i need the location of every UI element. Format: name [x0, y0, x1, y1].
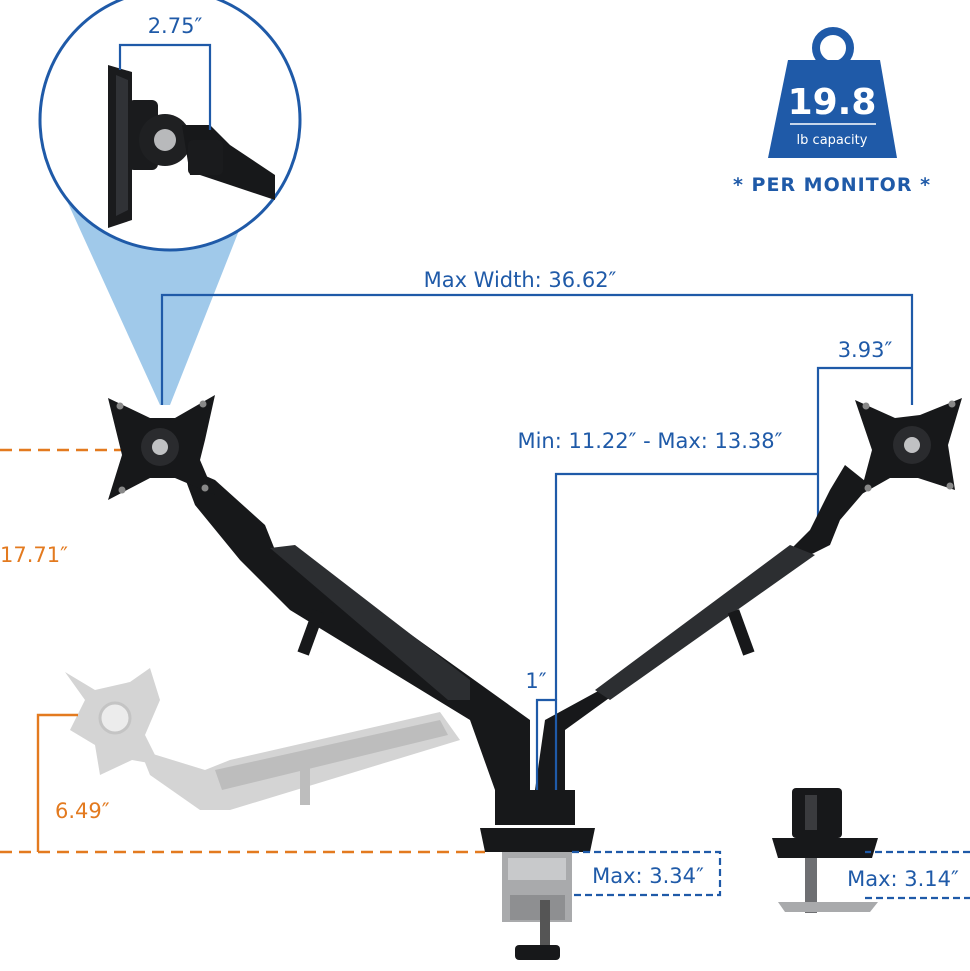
zoom-callout: 2.75″: [38, 0, 302, 405]
clamp-max-label: Max: 3.34″: [592, 864, 704, 888]
weight-value: 19.8: [788, 82, 877, 123]
max-width-bracket: [160, 293, 914, 405]
left-monitor-plate-icon: [108, 395, 215, 500]
clamp-icon: [480, 790, 595, 960]
lower-height-bracket: [36, 713, 78, 852]
left-arm: [180, 465, 530, 790]
arm-length-bracket: [554, 472, 818, 700]
per-monitor-note: * PER MONITOR *: [733, 174, 931, 196]
weight-icon: [812, 27, 854, 69]
tilt-detail-icon: [108, 65, 275, 228]
height-range-label: 17.71″: [0, 543, 68, 567]
clamp-max-bracket: [572, 850, 722, 897]
weight-badge: 19.8 lb capacity * PER MONITOR *: [733, 27, 931, 196]
pole-gap-bracket: [535, 698, 558, 800]
grommet-max-bracket: [865, 850, 970, 900]
tilt-offset-bracket: [118, 43, 212, 130]
arm-length-label: Min: 11.22″ - Max: 13.38″: [517, 429, 782, 453]
ghost-monitor-plate-icon: [65, 668, 160, 775]
grommet-max-label: Max: 3.14″: [847, 867, 959, 891]
weight-unit: lb capacity: [797, 133, 868, 148]
pole-gap-label: 1″: [525, 669, 546, 693]
lowered-arm-ghost: [65, 668, 460, 810]
lower-height-label: 6.49″: [55, 799, 110, 823]
right-arm: [535, 465, 870, 790]
grommet-mount-icon: [772, 788, 878, 913]
weight-body: [768, 60, 897, 158]
right-monitor-plate-icon: [855, 398, 962, 495]
vesa-offset-label: 3.93″: [838, 338, 893, 362]
vesa-offset-bracket: [816, 366, 912, 520]
tilt-offset-label: 2.75″: [148, 14, 203, 38]
max-width-label: Max Width: 36.62″: [424, 268, 617, 292]
